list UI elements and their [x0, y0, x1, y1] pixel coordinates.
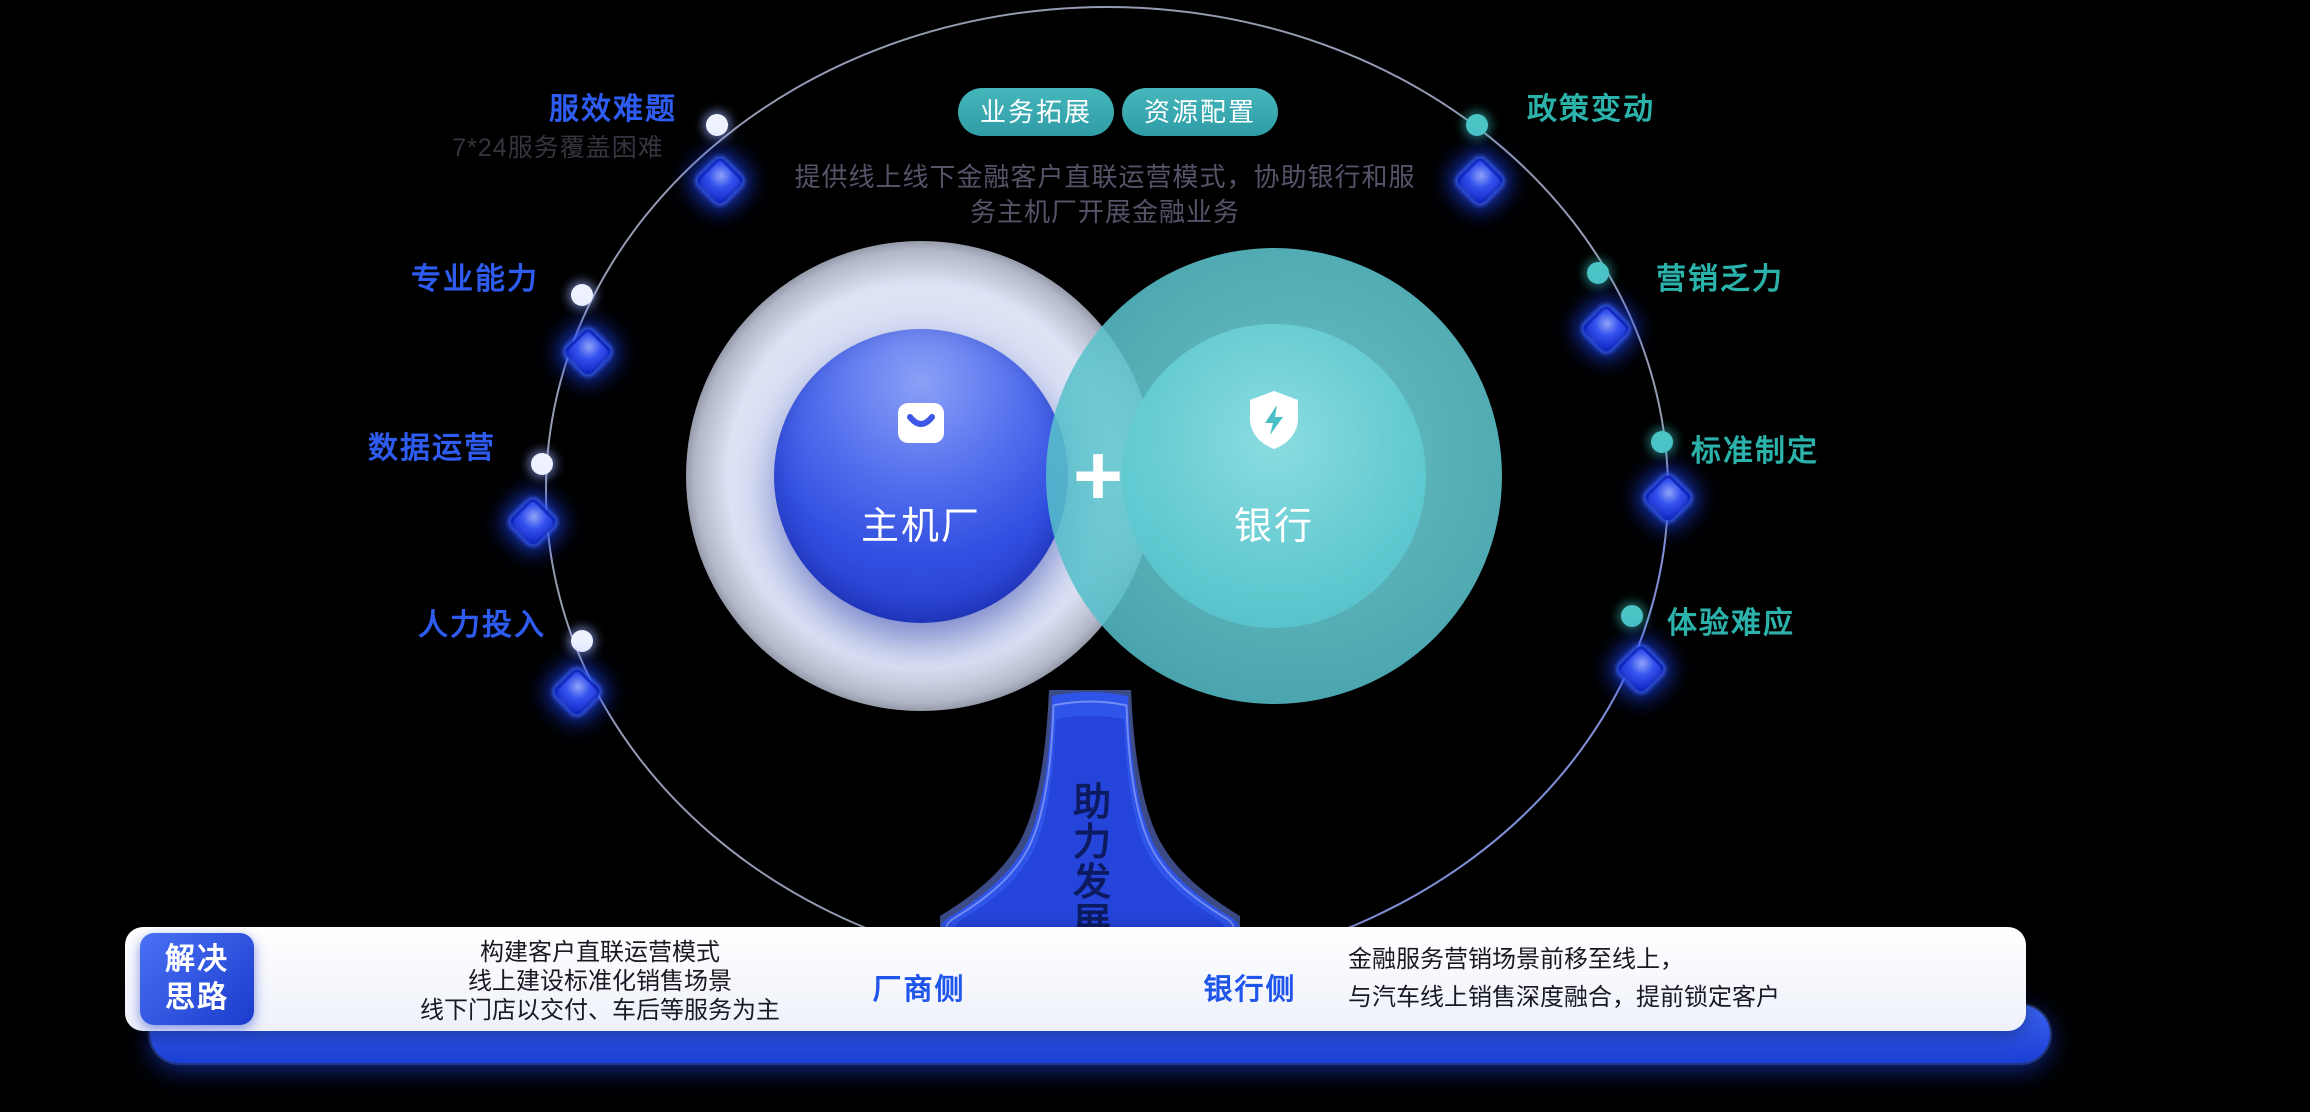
bank-side-label: 银行侧: [1203, 974, 1297, 1006]
oem-circle: [774, 329, 1068, 623]
vendor-solution-text: 构建客户直联运营模式 线上建设标准化销售场景 线下门店以交付、车后等服务为主: [360, 938, 840, 1025]
orbit-dot: [571, 630, 593, 652]
orbit-dot: [571, 284, 593, 306]
plus-icon: +: [1072, 428, 1124, 524]
orbit-dot: [1466, 114, 1488, 136]
solution-badge-line-1: 解决: [165, 943, 229, 976]
oem-label: 主机厂: [860, 506, 981, 548]
trunk-char: 发: [1072, 862, 1111, 904]
orbit-dot: [1587, 262, 1609, 284]
trunk-char: 力: [1072, 822, 1111, 864]
vendor-solution-line: 构建客户直联运营模式: [480, 939, 720, 966]
orbit-dot: [531, 453, 553, 475]
label-experience-adapt: 体验难应: [1667, 607, 1795, 640]
label-professional-ability: 专业能力: [411, 263, 539, 296]
orbit-dot: [706, 114, 728, 136]
label-marketing-weak: 营销乏力: [1656, 263, 1784, 296]
label-standard-setting: 标准制定: [1691, 435, 1819, 468]
bank-solution-line: 金融服务营销场景前移至线上，: [1348, 946, 1684, 973]
description-text: 提供线上线下金融客户直联运营模式，协助银行和服 务主机厂开展金融业务: [705, 160, 1505, 230]
label-policy-change: 政策变动: [1527, 93, 1655, 126]
solution-badge-line-2: 思路: [165, 981, 229, 1014]
tag-business-expansion: 业务拓展: [958, 88, 1115, 136]
vendor-solution-line: 线下门店以交付、车后等服务为主: [420, 997, 780, 1024]
solution-badge: 解决 思路: [140, 933, 254, 1025]
label-service-efficiency-sub: 7*24服务覆盖困难: [452, 134, 664, 162]
bank-solution-text: 金融服务营销场景前移至线上， 与汽车线上销售深度融合，提前锁定客户: [1348, 941, 1988, 1017]
shield-lightning-icon: [1241, 387, 1307, 453]
orbit-dot: [1651, 431, 1673, 453]
bank-solution-line: 与汽车线上销售深度融合，提前锁定客户: [1348, 984, 1780, 1011]
tag-resource-allocation: 资源配置: [1122, 88, 1279, 136]
vendor-side-label: 厂商侧: [872, 974, 966, 1006]
trunk-slogan: 助 力 发 展: [1070, 783, 1114, 943]
description-line-2: 务主机厂开展金融业务: [969, 197, 1240, 227]
label-service-efficiency: 服效难题: [549, 93, 677, 126]
shopping-bag-icon: [888, 387, 954, 453]
label-manpower-input: 人力投入: [418, 609, 546, 642]
label-data-operation: 数据运营: [368, 432, 496, 465]
vendor-solution-line: 线上建设标准化销售场景: [468, 968, 732, 995]
tree-trunk-shape: [929, 675, 1251, 931]
bank-label: 银行: [1233, 506, 1314, 548]
description-line-1: 提供线上线下金融客户直联运营模式，协助银行和服: [794, 162, 1416, 192]
solution-bar: [125, 927, 2026, 1031]
trunk-char: 助: [1072, 782, 1111, 824]
orbit-dot: [1621, 605, 1643, 627]
bank-circle-inner: [1122, 324, 1426, 628]
